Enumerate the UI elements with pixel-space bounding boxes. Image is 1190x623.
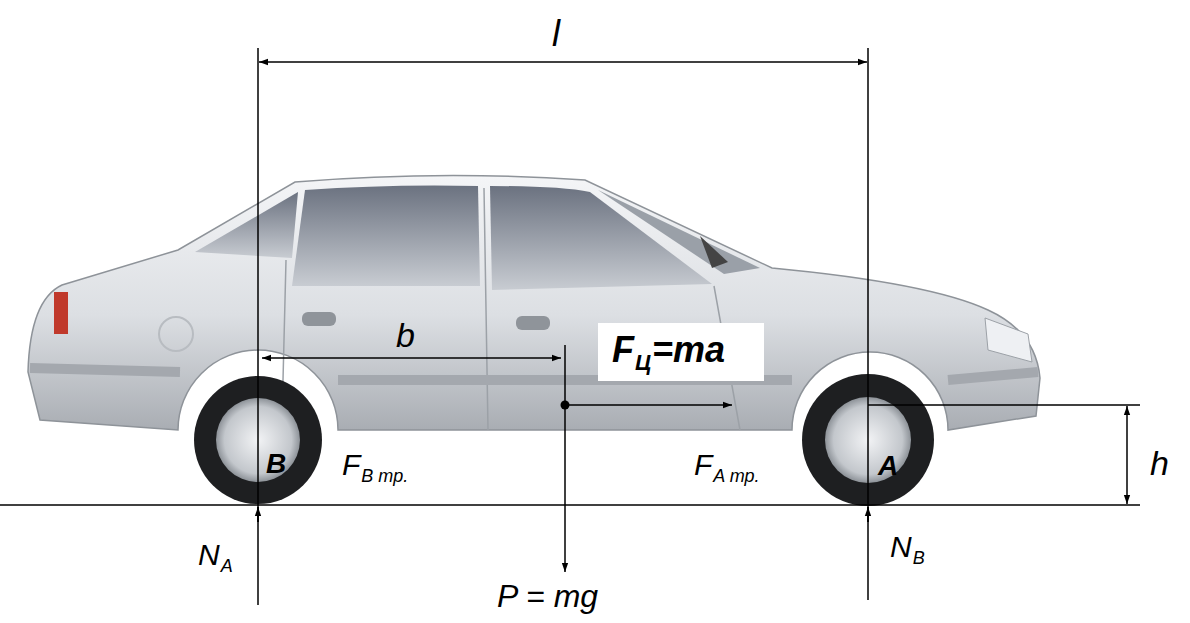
force-label: F (694, 450, 712, 480)
ground-line (0, 504, 1140, 506)
tail-light (54, 292, 68, 334)
extension-line (868, 404, 1140, 406)
force-label: F (612, 332, 634, 368)
dimension-label: h (1150, 446, 1169, 480)
label-patch (598, 323, 764, 381)
force-label: N (890, 532, 912, 562)
centre-of-mass (561, 401, 570, 410)
mirror (700, 236, 728, 268)
point-label: A (878, 452, 898, 480)
force-label: =ma (652, 332, 725, 368)
inertia-force-arrow (565, 404, 732, 406)
force-label: F (342, 450, 360, 480)
rear-window (195, 192, 298, 258)
force-subscript: A (221, 557, 233, 575)
dimension-arrow (262, 357, 561, 359)
dimension-label: l (552, 16, 560, 52)
dimension-arrow (1126, 406, 1128, 504)
windshield (598, 190, 760, 274)
door-lines (282, 188, 740, 430)
force-subscript: B (913, 549, 925, 567)
dimension-label: b (396, 318, 415, 352)
normal-force-arrow (257, 507, 259, 522)
weight-label: P = mg (497, 580, 598, 612)
force-subscript: A тр. (713, 467, 759, 485)
extension-line (564, 345, 566, 405)
dimension-arrow (259, 61, 867, 63)
axle-line (867, 48, 869, 600)
door-handle (302, 312, 336, 326)
normal-force-arrow (867, 507, 869, 522)
door-handle (516, 316, 550, 330)
fuel-cap (159, 317, 193, 351)
axle-line (257, 48, 259, 605)
force-subscript: Ц (635, 352, 651, 374)
rear-door-window (292, 186, 480, 287)
weight-arrow (564, 405, 566, 572)
force-label: N (198, 540, 220, 570)
head-light (985, 318, 1032, 362)
point-label: B (266, 450, 286, 478)
force-subscript: B тр. (361, 467, 408, 485)
